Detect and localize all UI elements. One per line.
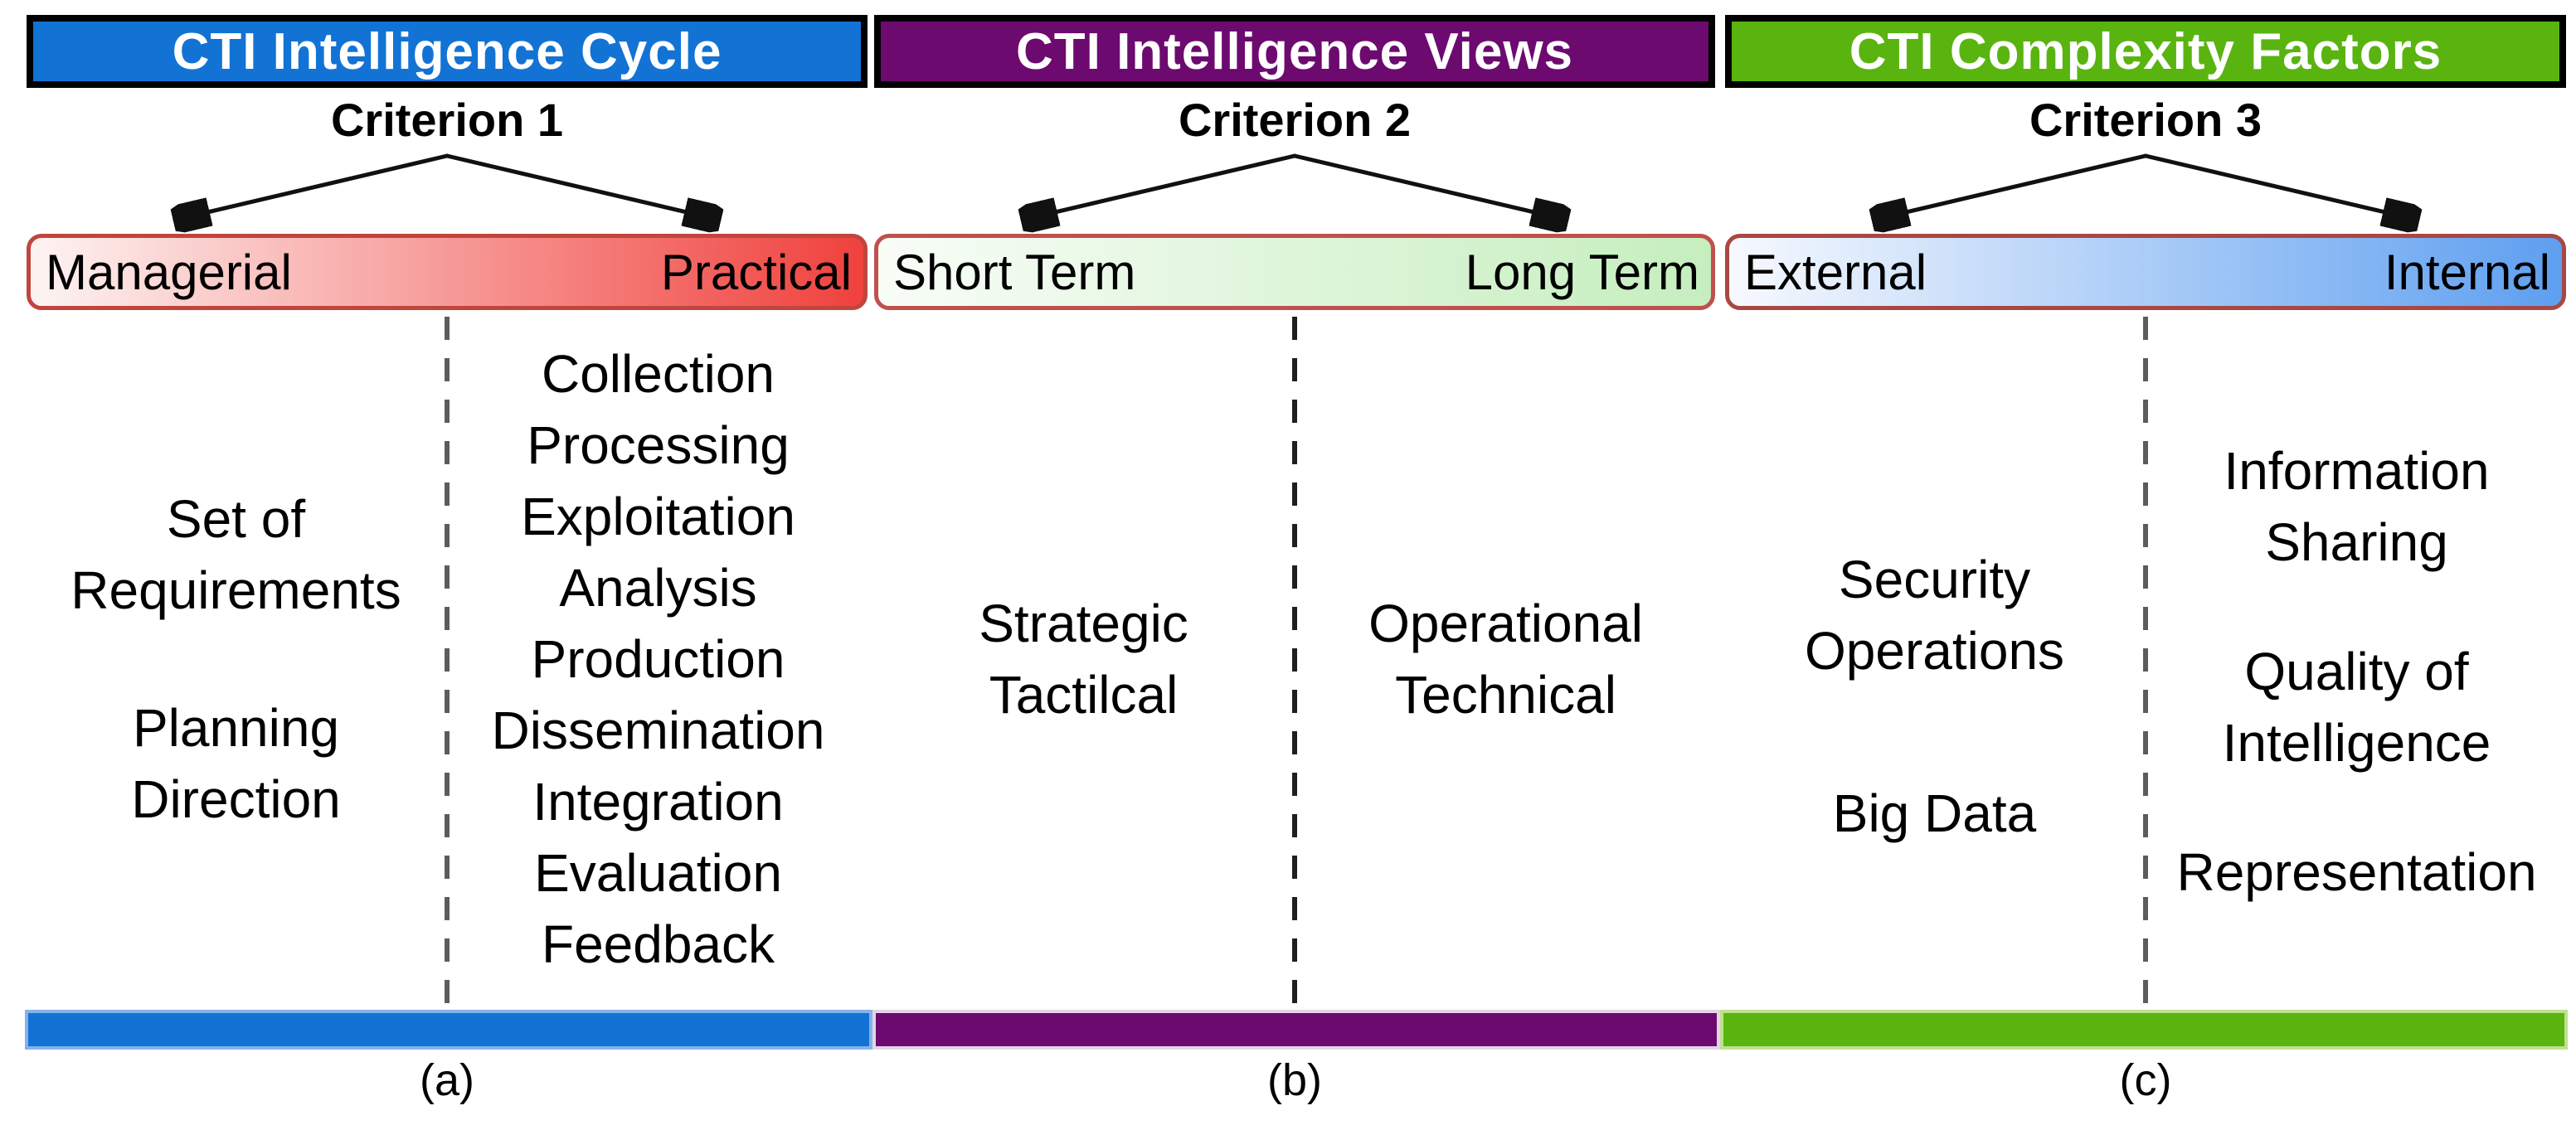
column-cti-intelligence-cycle: CTI Intelligence Cycle Criterion 1 Manag… (25, 0, 869, 1125)
views-short-term-items: Strategic Tactilcal (872, 317, 1295, 1001)
item-group: Security Operations (1805, 544, 2064, 686)
item-group: Strategic Tactilcal (979, 588, 1188, 730)
complexity-internal-items: Information Sharing Quality of Intellige… (2146, 317, 2568, 1001)
item-group: Representation (2176, 836, 2536, 908)
complexity-footer-bar (1720, 1010, 2568, 1050)
item-group: Big Data (1833, 778, 2036, 849)
external-internal-scale: External Internal (1725, 234, 2566, 310)
scale-right-label: Practical (660, 244, 852, 300)
managerial-practical-scale: Managerial Practical (27, 234, 868, 310)
list-item: Security (1838, 550, 2031, 609)
dashed-divider (1292, 317, 1297, 1010)
scale-left-label: Managerial (46, 244, 292, 300)
list-item: Analysis (559, 558, 757, 618)
list-item: Operations (1804, 621, 2065, 681)
short-long-term-scale: Short Term Long Term (874, 234, 1715, 310)
list-item: Evaluation (534, 843, 782, 903)
list-item: Information (2224, 441, 2490, 501)
scale-left-label: Short Term (893, 244, 1136, 300)
caption-c: (c) (2119, 1055, 2172, 1105)
bottom-color-bars (25, 1010, 2568, 1050)
list-item: Exploitation (521, 487, 795, 546)
list-item: Big Data (1832, 783, 2037, 843)
cycle-footer-bar (25, 1010, 872, 1050)
list-item: Quality of (2244, 642, 2469, 701)
caption-a: (a) (420, 1055, 474, 1105)
criterion-3-branch-arrows (1723, 153, 2568, 240)
scale-left-label: External (1744, 244, 1927, 300)
column-cti-complexity-factors: CTI Complexity Factors Criterion 3 Exter… (1723, 0, 2568, 1125)
item-group: Planning Direction (131, 692, 341, 835)
list-item: Intelligence (2222, 713, 2491, 773)
item-group: Operational Technical (1368, 588, 1643, 730)
column-header-cycle: CTI Intelligence Cycle (27, 15, 868, 88)
views-long-term-items: Operational Technical (1295, 317, 1717, 1001)
list-item: Dissemination (491, 701, 825, 760)
views-footer-bar (872, 1010, 1720, 1050)
list-item: Requirements (70, 560, 401, 620)
dashed-divider (445, 317, 450, 1010)
list-item: Integration (532, 772, 784, 832)
list-item: Representation (2176, 842, 2537, 902)
column-header-complexity: CTI Complexity Factors (1725, 15, 2566, 88)
list-item: Planning (132, 698, 340, 758)
list-item: Feedback (541, 914, 775, 974)
scale-right-label: Internal (2384, 244, 2550, 300)
dashed-divider (2143, 317, 2148, 1010)
list-item: Direction (131, 769, 341, 829)
item-group: Quality of Intelligence (2223, 636, 2491, 778)
list-item: Processing (527, 415, 790, 475)
criterion-1-branch-arrows (25, 153, 869, 240)
criterion-2-branch-arrows (872, 153, 1717, 240)
list-item: Tactilcal (989, 665, 1179, 725)
criterion-3-label: Criterion 3 (2029, 94, 2263, 146)
cycle-practical-items: Collection Processing Exploitation Analy… (447, 317, 869, 1001)
list-item: Strategic (979, 594, 1188, 653)
item-group: Set of Requirements (70, 483, 401, 626)
cycle-managerial-items: Set of Requirements Planning Direction (25, 317, 447, 1001)
criterion-2-label: Criterion 2 (1178, 94, 1412, 146)
criterion-1-label: Criterion 1 (330, 94, 564, 146)
column-header-views: CTI Intelligence Views (874, 15, 1715, 88)
list-item: Sharing (2265, 512, 2448, 572)
item-group: Information Sharing (2224, 435, 2489, 578)
list-item: Collection (541, 344, 775, 404)
list-item: Operational (1368, 594, 1643, 653)
column-cti-intelligence-views: CTI Intelligence Views Criterion 2 Short… (872, 0, 1717, 1125)
list-item: Production (531, 629, 785, 689)
complexity-external-items: Security Operations Big Data (1723, 317, 2146, 1001)
list-item: Set of (166, 489, 306, 549)
scale-right-label: Long Term (1465, 244, 1699, 300)
caption-b: (b) (1267, 1055, 1322, 1105)
list-item: Technical (1395, 665, 1616, 725)
item-group: Collection Processing Exploitation Analy… (492, 338, 825, 980)
